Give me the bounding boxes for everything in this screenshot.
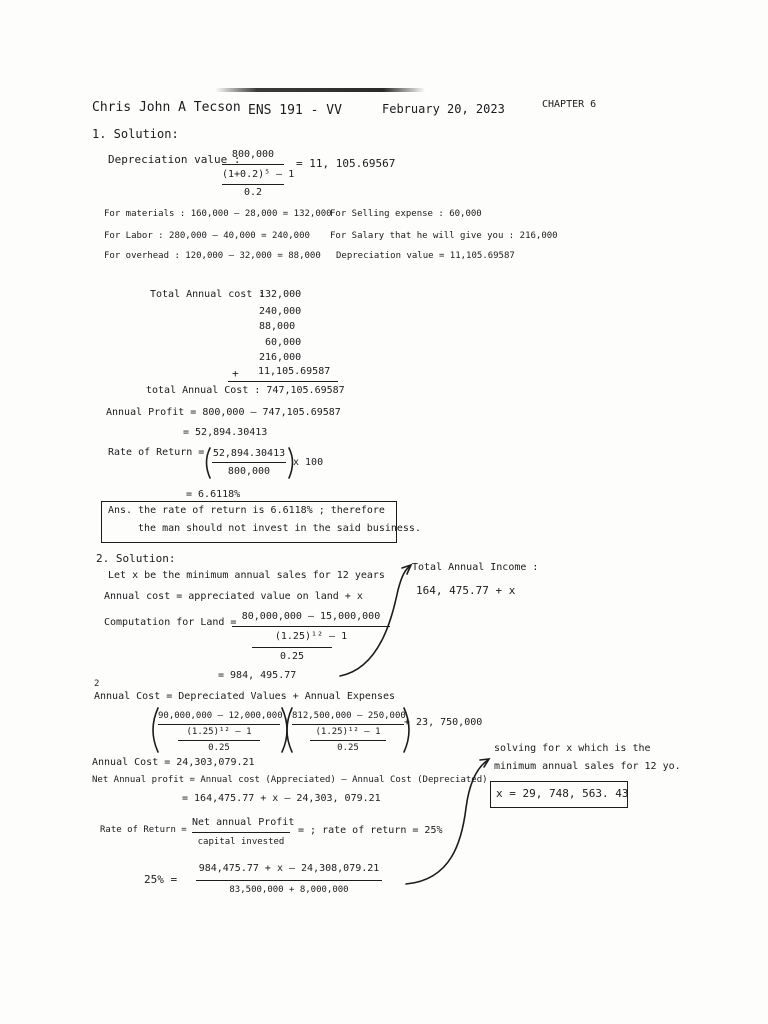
annual-cost-2-label: Annual Cost = Depreciated Values + Annua… bbox=[94, 691, 396, 702]
overhead-line: For overhead : 120,000 – 32,000 = 88,000 bbox=[104, 251, 321, 261]
answer-box-2 bbox=[490, 781, 628, 808]
paren-left bbox=[152, 707, 159, 753]
let-statement: Let x be the minimum annual sales for 12… bbox=[108, 570, 385, 581]
computation-label: Computation for Land = bbox=[104, 617, 237, 628]
date: February 20, 2023 bbox=[382, 102, 505, 116]
comp-result: = 984, 495.77 bbox=[218, 670, 297, 681]
fraction-bar bbox=[212, 462, 286, 463]
f2-denominator: (1.25)¹² – 1 bbox=[315, 727, 381, 737]
fraction-bar bbox=[192, 832, 290, 833]
fraction-bar bbox=[196, 880, 382, 881]
tac-plus: + bbox=[232, 367, 239, 380]
tac-item: 240,000 bbox=[259, 306, 302, 317]
annual-cost-2-result: Annual Cost = 24,303,079.21 bbox=[92, 757, 255, 768]
labor-line: For Labor : 280,000 – 40,000 = 240,000 bbox=[104, 231, 310, 241]
fraction-bar bbox=[222, 184, 284, 185]
answer-1-line-2: the man should not invest in the said bu… bbox=[138, 523, 421, 534]
materials-line: For materials : 160,000 – 28,000 = 132,0… bbox=[104, 209, 332, 219]
fraction-bar bbox=[310, 740, 386, 741]
arrow-to-income bbox=[339, 565, 411, 677]
plus-expenses: + 23, 750,000 bbox=[404, 717, 483, 728]
final-answer: x = 29, 748, 563. 43 bbox=[496, 787, 629, 800]
net-annual-profit-result: = 164,475.77 + x – 24,303, 079.21 bbox=[182, 793, 381, 804]
scan-edge-mark bbox=[215, 88, 425, 92]
f2-rate: 0.25 bbox=[337, 743, 359, 753]
ror2-numerator: Net annual Profit bbox=[192, 817, 295, 828]
ror-denominator: 800,000 bbox=[227, 466, 271, 477]
annual-cost-statement: Annual cost = appreciated value on land … bbox=[104, 591, 363, 602]
net-annual-profit: Net Annual profit = Annual cost (Appreci… bbox=[92, 775, 488, 785]
selling-line: For Selling expense : 60,000 bbox=[330, 209, 482, 219]
f1-rate: 0.25 bbox=[208, 743, 230, 753]
answer-1-line-1: Ans. the rate of return is 6.6118% ; the… bbox=[108, 505, 385, 516]
chapter-label: CHAPTER 6 bbox=[542, 99, 597, 110]
tac-item: 216,000 bbox=[259, 352, 302, 363]
depval-line: Depreciation value = 11,105.69587 bbox=[336, 251, 515, 261]
arrow-to-answer bbox=[405, 759, 489, 885]
f1-numerator: 90,000,000 – 12,000,000 bbox=[158, 711, 283, 721]
fraction-bar bbox=[178, 740, 260, 741]
f1-denominator: (1.25)¹² – 1 bbox=[186, 727, 252, 737]
ror-result: = 6.6118% bbox=[186, 489, 241, 500]
student-name: Chris John A Tecson bbox=[92, 100, 241, 115]
tac-label: Total Annual cost : bbox=[150, 289, 265, 300]
tai-label: Total Annual Income : bbox=[412, 562, 539, 573]
dep-rate: 0.2 bbox=[243, 187, 263, 198]
sum-line bbox=[228, 381, 338, 382]
dep-result: = 11, 105.69567 bbox=[296, 157, 396, 170]
equation-numerator: 984,475.77 + x – 24,308,079.21 bbox=[198, 863, 380, 874]
solving-note-1: solving for x which is the bbox=[494, 743, 651, 754]
tac-item-last: 11,105.69587 bbox=[258, 366, 331, 377]
fraction-bar bbox=[252, 647, 332, 648]
course-code: ENS 191 - VV bbox=[248, 103, 342, 118]
profit-line: Annual Profit = 800,000 – 747,105.69587 bbox=[106, 407, 341, 418]
fraction-bar bbox=[232, 626, 390, 627]
solving-note-2: minimum annual sales for 12 yo. bbox=[494, 761, 681, 772]
tac-item: 88,000 bbox=[259, 321, 296, 332]
step-marker: 2 bbox=[94, 679, 100, 689]
comp-numerator: 80,000,000 – 15,000,000 bbox=[241, 611, 381, 622]
fraction-bar bbox=[222, 164, 284, 165]
ror-numerator: 52,894.30413 bbox=[212, 448, 286, 459]
comp-rate: 0.25 bbox=[279, 651, 305, 662]
profit-result: = 52,894.30413 bbox=[183, 427, 268, 438]
problem-2-title: 2. Solution: bbox=[96, 552, 176, 565]
ror2-denominator: capital invested bbox=[197, 837, 285, 847]
paren-right bbox=[403, 707, 410, 753]
ror2-tail: = ; rate of return = 25% bbox=[298, 825, 443, 836]
tac-item: 132,000 bbox=[259, 289, 302, 300]
answer-box-1 bbox=[101, 501, 397, 543]
fraction-bar bbox=[158, 724, 280, 725]
equation-denominator: 83,500,000 + 8,000,000 bbox=[229, 885, 349, 895]
paren-left bbox=[205, 447, 211, 479]
tai-value: 164, 475.77 + x bbox=[416, 584, 516, 597]
depreciation-label: Depreciation value : bbox=[108, 153, 241, 166]
fraction-bar bbox=[292, 724, 404, 725]
paren-right bbox=[288, 447, 294, 479]
arrowhead bbox=[401, 563, 413, 575]
equation-lhs: 25% = bbox=[144, 873, 178, 886]
dep-denominator: (1+0.2)⁵ – 1 bbox=[222, 169, 295, 180]
comp-denominator: (1.25)¹² – 1 bbox=[274, 631, 348, 642]
dep-numerator: 800,000 bbox=[231, 149, 275, 160]
ror-times: x 100 bbox=[293, 457, 324, 468]
salary-line: For Salary that he will give you : 216,0… bbox=[330, 231, 558, 241]
arrowhead bbox=[479, 758, 491, 768]
ror2-label: Rate of Return = bbox=[100, 825, 187, 835]
f2-numerator: 812,500,000 – 250,000 bbox=[292, 711, 406, 721]
tac-total: total Annual Cost : 747,105.69587 bbox=[146, 385, 345, 396]
ror-label: Rate of Return = bbox=[108, 447, 205, 458]
tac-item: 60,000 bbox=[265, 337, 302, 348]
paren-left bbox=[286, 707, 293, 753]
problem-1-title: 1. Solution: bbox=[92, 127, 179, 141]
